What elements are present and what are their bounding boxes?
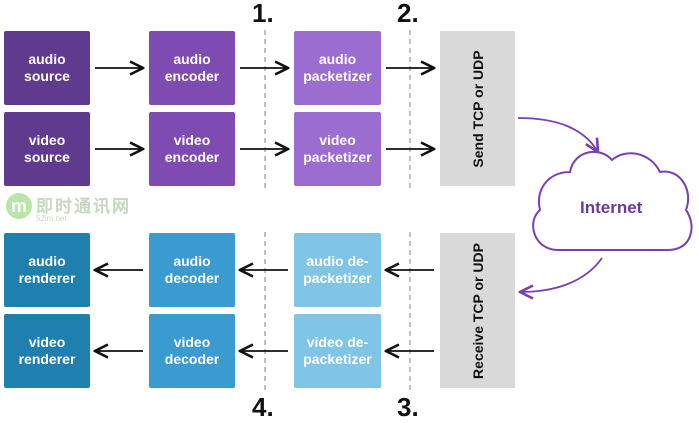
step-2-label: 2. [397,0,419,28]
send-transport-label: Send TCP or UDP [469,49,486,168]
watermark-logo-icon: m [6,193,32,219]
audio-renderer-box: audio renderer [4,233,90,307]
step-1-label: 1. [252,0,274,28]
video-packetizer-box: video packetizer [294,112,381,186]
step-4-label: 4. [252,392,274,422]
video-depacketizer-box: video de- packetizer [294,314,381,388]
audio-packetizer-box: audio packetizer [294,31,381,105]
send-transport-box: Send TCP or UDP [440,31,515,186]
internet-cloud-shape [532,151,693,251]
audio-encoder-box: audio encoder [149,31,235,105]
arrow-internet-to-receive [520,257,603,292]
audio-depacketizer-box: audio de- packetizer [294,233,381,307]
step-3-label: 3. [397,392,419,422]
watermark-subtext: 52im.net [36,214,67,223]
internet-label: Internet [580,198,643,217]
video-decoder-box: video decoder [149,314,235,388]
audio-source-box: audio source [4,31,90,105]
watermark-text: 即时通讯网 [36,197,131,216]
video-renderer-box: video renderer [4,314,90,388]
video-encoder-box: video encoder [149,112,235,186]
arrow-send-to-internet [517,117,598,152]
video-source-box: video source [4,112,90,186]
audio-decoder-box: audio decoder [149,233,235,307]
receive-transport-label: Receive TCP or UDP [469,242,486,379]
receive-transport-box: Receive TCP or UDP [440,233,515,388]
